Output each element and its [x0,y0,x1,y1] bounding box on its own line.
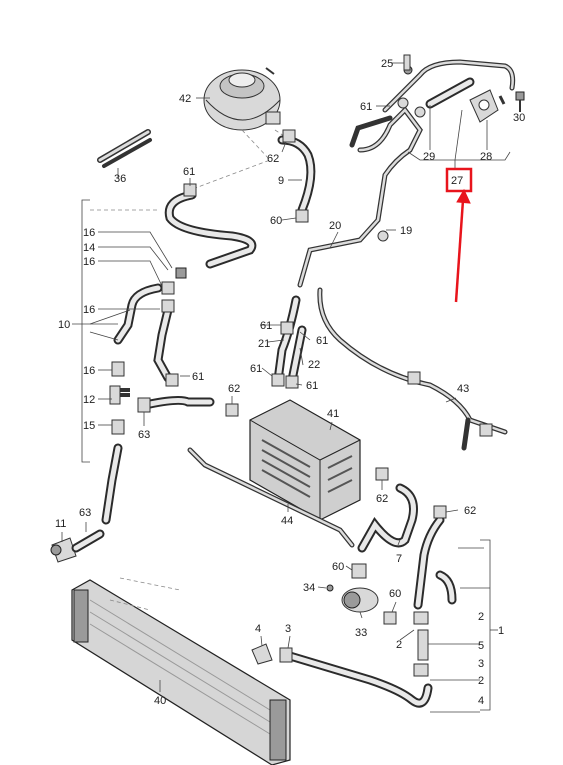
callout-27: 27 [451,175,463,187]
pipe-43 [317,287,508,451]
callout-20: 20 [329,220,341,232]
callout-2: 2 [478,675,484,687]
hose-strap-part [97,129,152,168]
callout-62: 62 [464,505,476,517]
callout-61: 61 [192,371,204,383]
right-hoses [413,505,457,610]
callout-labels: 25 61 29 28 30 27 42 62 9 60 20 19 61 36… [55,58,525,707]
callout-4: 4 [255,623,261,635]
callout-41: 41 [327,408,339,420]
callout-15: 15 [83,420,95,432]
expansion-tank [203,67,281,131]
callout-16: 16 [83,304,95,316]
connector-11 [50,529,105,563]
callout-12: 12 [83,394,95,406]
callout-16: 16 [83,256,95,268]
flange-28 [469,89,506,123]
callout-62: 62 [228,383,240,395]
callout-61: 61 [183,166,195,178]
callout-1: 1 [498,625,504,637]
center-hoses [271,295,307,389]
callout-22: 22 [308,359,320,371]
callout-42: 42 [179,93,191,105]
callout-61: 61 [316,335,328,347]
callout-2: 2 [478,611,484,623]
callout-44: 44 [281,515,293,527]
cooler-41 [249,399,389,521]
callout-33: 33 [355,627,367,639]
callout-11: 11 [55,518,66,530]
radiator-40 [71,579,291,765]
pipe-assembly-27 [297,54,516,288]
callout-61: 61 [250,363,262,375]
lower-hose [251,643,433,708]
callout-61: 61 [260,320,272,332]
bolt-19 [377,230,389,242]
callout-61: 61 [360,101,372,113]
callout-7: 7 [396,553,402,565]
bolt-30 [515,91,525,112]
upper-left-hoses [101,129,316,525]
callout-14: 14 [83,242,95,254]
callout-9: 9 [278,175,284,187]
callout-60: 60 [332,561,344,573]
callout-63: 63 [79,507,91,519]
callout-34: 34 [303,582,315,594]
callout-4: 4 [478,695,484,707]
callout-16: 16 [83,227,95,239]
callout-62: 62 [376,493,388,505]
callout-60: 60 [389,588,401,600]
leader-lines [61,62,459,692]
callout-62: 62 [267,153,279,165]
callout-30: 30 [513,112,525,124]
callout-25: 25 [381,58,393,70]
callout-29: 29 [423,151,435,163]
callout-21: 21 [258,338,270,350]
callout-2: 2 [396,639,402,651]
callout-19: 19 [400,225,412,237]
callout-16: 16 [83,365,95,377]
callout-10: 10 [58,319,70,331]
callout-28: 28 [480,151,492,163]
highlight-27 [445,167,473,303]
callout-61: 61 [306,380,318,392]
callout-43: 43 [457,383,469,395]
callout-3: 3 [478,658,484,670]
callout-5: 5 [478,640,484,652]
callout-40: 40 [154,695,166,707]
callout-36: 36 [114,173,126,185]
callout-60: 60 [270,215,282,227]
callout-3: 3 [285,623,291,635]
fitting-stack [383,611,429,677]
callout-63: 63 [138,429,150,441]
hose-7 [357,483,418,553]
